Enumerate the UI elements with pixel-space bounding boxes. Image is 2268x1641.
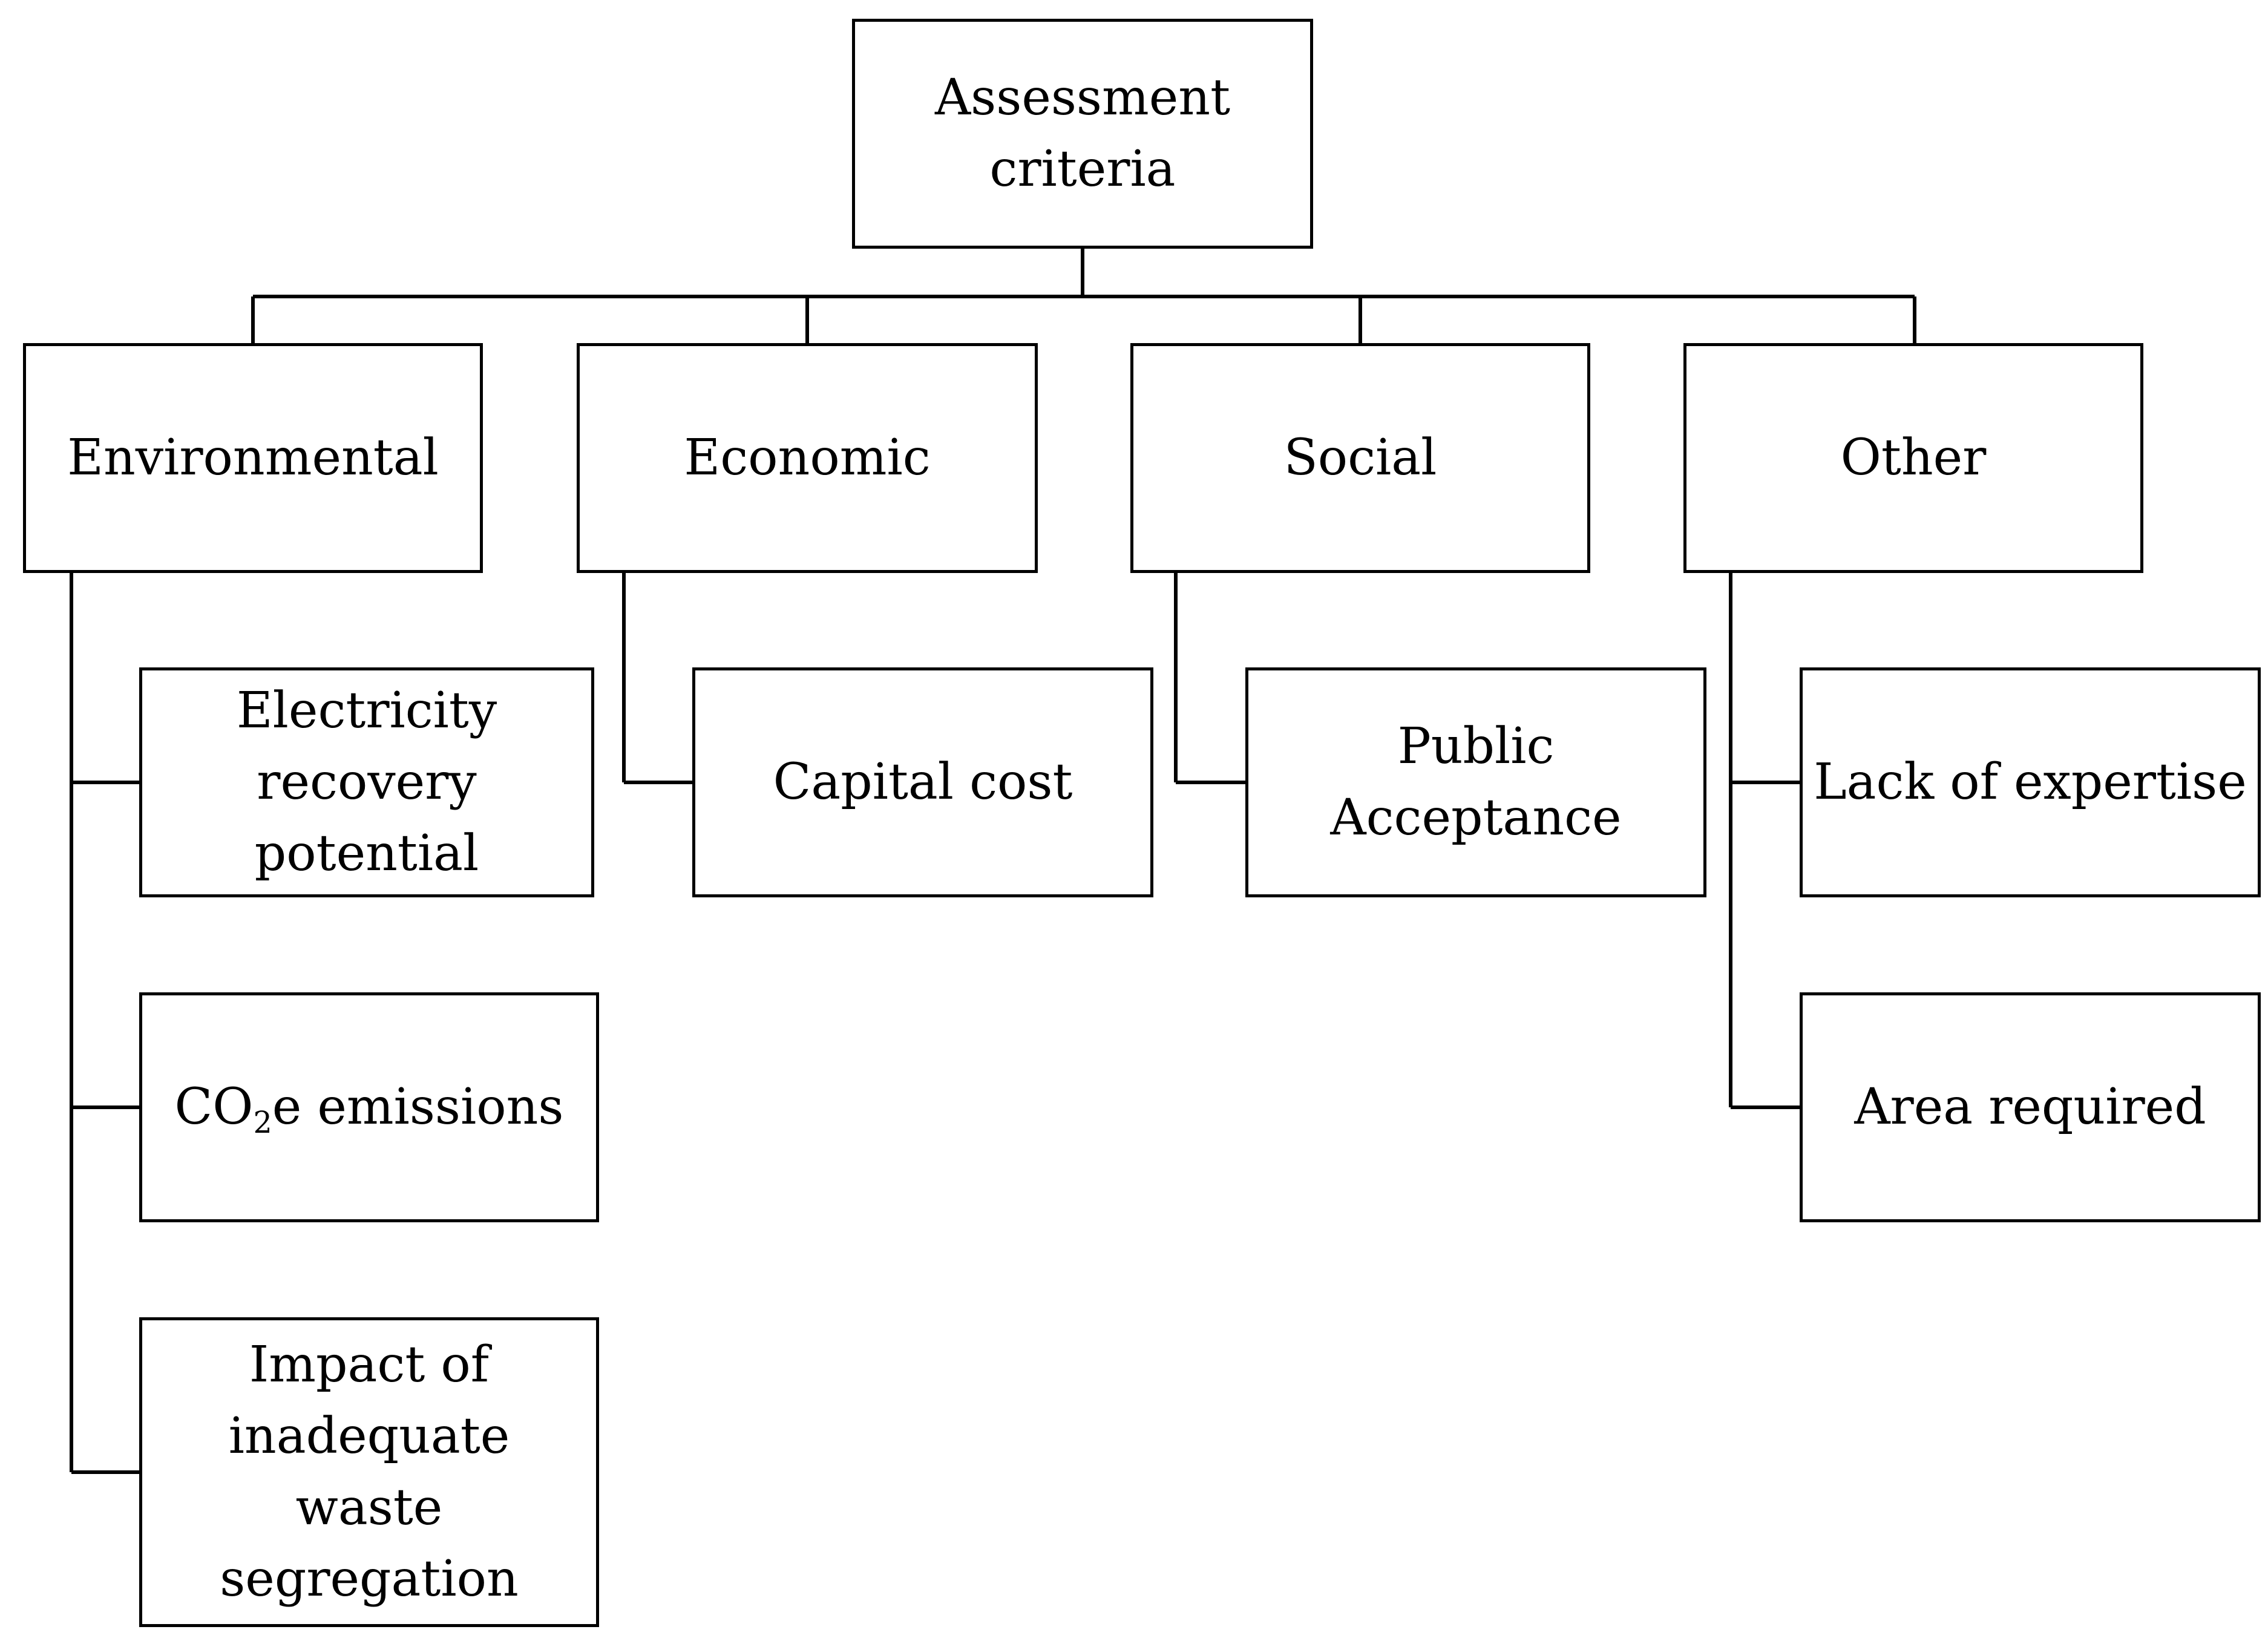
co2-prefix: CO — [174, 1078, 254, 1136]
category-economic: Economic — [577, 343, 1038, 573]
category-label: Other — [1840, 429, 1987, 486]
category-environmental: Environmental — [23, 343, 483, 573]
category-other: Other — [1683, 343, 2143, 573]
co2-subscript: 2 — [253, 1104, 272, 1140]
criterion-label: Public Acceptance — [1330, 718, 1622, 847]
criterion-area-required: Area required — [1800, 992, 2261, 1222]
criterion-public-acceptance: Public Acceptance — [1245, 667, 1706, 897]
criterion-capital-cost: Capital cost — [692, 667, 1153, 897]
criterion-lack-of-expertise: Lack of expertise — [1800, 667, 2261, 897]
co2-suffix: e emissions — [272, 1078, 564, 1136]
criterion-label: Electricity recovery potential — [236, 682, 497, 882]
criterion-electricity-recovery: Electricity recovery potential — [139, 667, 594, 897]
root-label: Assessment criteria — [934, 69, 1231, 198]
criterion-co2e-emissions: CO2e emissions — [139, 992, 599, 1222]
root-node: Assessment criteria — [852, 19, 1313, 249]
criterion-label: Area required — [1854, 1078, 2206, 1136]
criterion-waste-segregation: Impact of inadequate waste segregation — [139, 1317, 599, 1627]
criterion-label: Capital cost — [773, 753, 1073, 811]
category-label: Social — [1283, 429, 1437, 486]
category-label: Environmental — [67, 429, 439, 486]
criterion-label: Lack of expertise — [1814, 753, 2247, 811]
category-label: Economic — [684, 429, 931, 486]
criterion-label: CO2e emissions — [174, 1072, 563, 1143]
category-social: Social — [1130, 343, 1590, 573]
criterion-label: Impact of inadequate waste segregation — [220, 1336, 519, 1608]
